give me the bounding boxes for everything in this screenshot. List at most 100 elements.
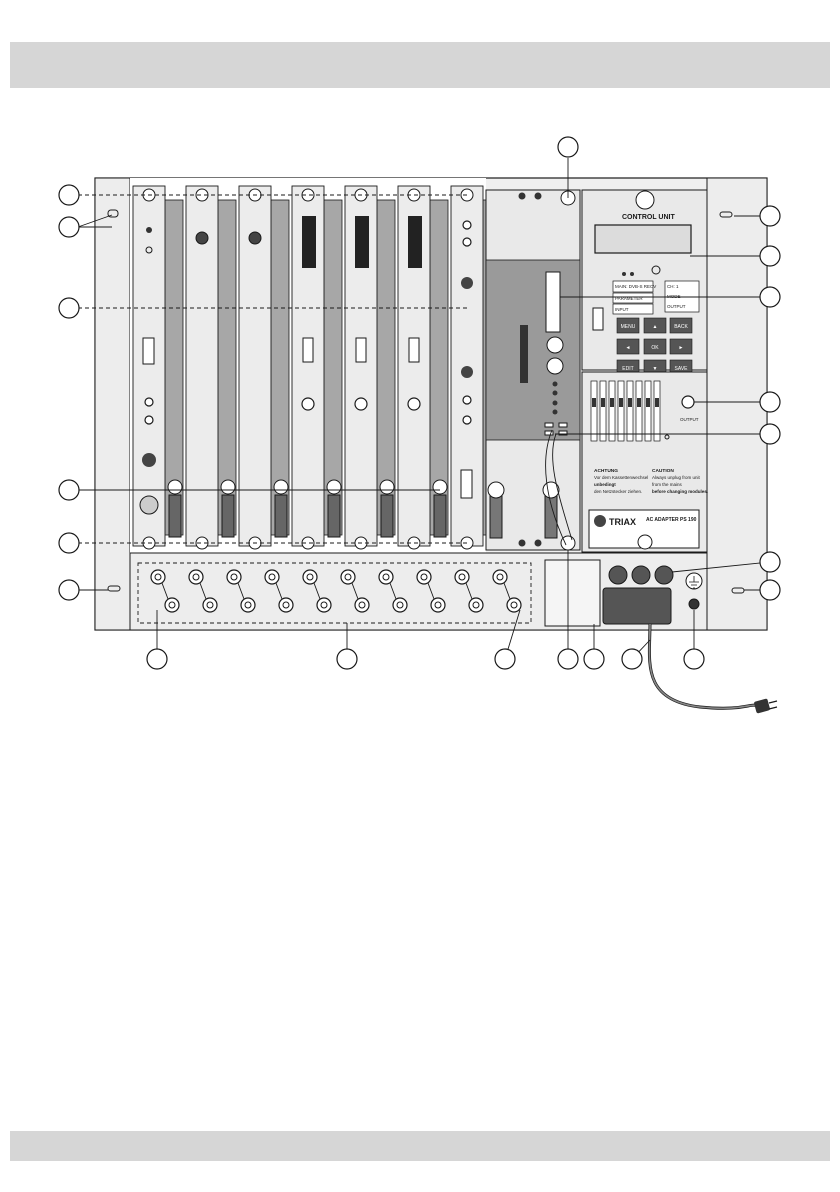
rf-connector-icon[interactable]	[249, 232, 261, 244]
f-connector-icon[interactable]	[241, 598, 255, 612]
callout-marker	[622, 649, 642, 669]
dip-switch[interactable]	[636, 381, 642, 441]
f-connector-icon[interactable]	[493, 570, 507, 584]
dip-switch[interactable]	[627, 381, 633, 441]
menu-label: OUTPUT	[667, 304, 686, 309]
connector-icon[interactable]	[463, 221, 471, 229]
f-connector-icon[interactable]	[469, 598, 483, 612]
keypad-button-label: MENU	[621, 324, 636, 330]
f-connector-icon[interactable]	[279, 598, 293, 612]
lcd-display	[595, 225, 691, 253]
model-label: AC ADAPTER PS 190	[646, 517, 697, 523]
control-unit-title: CONTROL UNIT	[622, 214, 675, 221]
dsub-connector-icon[interactable]	[409, 338, 419, 362]
rf-connector-icon[interactable]	[461, 366, 473, 378]
dip-switch[interactable]	[618, 381, 624, 441]
knob-icon[interactable]	[547, 358, 563, 374]
warning-line: Always unplug from unit	[652, 475, 701, 480]
power-knob-icon[interactable]	[655, 566, 673, 584]
connector-icon[interactable]	[145, 398, 153, 406]
screw-icon	[221, 480, 235, 494]
output-label: OUTPUT	[680, 417, 699, 422]
output-connector-icon[interactable]	[682, 396, 694, 408]
warning-line: before changing modules.	[652, 489, 708, 494]
f-connector-icon[interactable]	[379, 570, 393, 584]
callout-marker	[59, 217, 79, 237]
screw-icon	[638, 535, 652, 549]
dip-switch[interactable]	[600, 381, 606, 441]
dsub-connector-icon[interactable]	[143, 338, 154, 364]
f-connector-icon[interactable]	[317, 598, 331, 612]
menu-label: MODE	[667, 294, 681, 299]
warning-line: from the mains	[652, 482, 683, 487]
f-connector-icon[interactable]	[203, 598, 217, 612]
rf-connector-icon[interactable]	[196, 232, 208, 244]
f-connector-icon[interactable]	[455, 570, 469, 584]
f-connector-icon[interactable]	[165, 598, 179, 612]
f-connector-icon[interactable]	[189, 570, 203, 584]
callout-marker	[337, 649, 357, 669]
keypad-button-label: ◄	[626, 345, 631, 351]
rf-connector-icon[interactable]	[142, 453, 156, 467]
f-connector-icon[interactable]	[355, 598, 369, 612]
dip-switch[interactable]	[591, 381, 597, 441]
card-ejector	[381, 495, 393, 537]
rf-connector-icon[interactable]	[461, 277, 473, 289]
f-connector-icon[interactable]	[417, 570, 431, 584]
power-knob-icon[interactable]	[632, 566, 650, 584]
port-icon	[593, 308, 603, 330]
rf-connector-icon[interactable]	[408, 398, 420, 410]
rf-connector-icon[interactable]	[355, 398, 367, 410]
blank-plate	[545, 560, 600, 626]
knob-icon[interactable]	[547, 337, 563, 353]
power-knob-icon[interactable]	[609, 566, 627, 584]
f-connector-icon[interactable]	[227, 570, 241, 584]
connector-icon[interactable]	[463, 396, 471, 404]
rf-connector-icon[interactable]	[140, 496, 158, 514]
callout-marker	[59, 298, 79, 318]
triax-logo-icon	[594, 515, 606, 527]
scart-connector-icon[interactable]	[302, 216, 316, 268]
led-icon	[146, 227, 152, 233]
callout-marker	[760, 392, 780, 412]
dip-switch-knob	[619, 398, 623, 407]
connector-icon[interactable]	[463, 416, 471, 424]
dip-switch[interactable]	[654, 381, 660, 441]
screw-icon	[636, 191, 654, 209]
dsub-connector-icon[interactable]	[356, 338, 366, 362]
footer-band	[10, 1131, 830, 1161]
keypad-button-label: ▼	[653, 366, 658, 372]
f-connector-icon[interactable]	[151, 570, 165, 584]
scart-connector-icon[interactable]	[355, 216, 369, 268]
dip-switch-knob	[610, 398, 614, 407]
f-connector-icon[interactable]	[303, 570, 317, 584]
callout-marker	[760, 246, 780, 266]
dsub-connector-icon[interactable]	[303, 338, 313, 362]
f-connector-icon[interactable]	[431, 598, 445, 612]
module-card[interactable]	[133, 186, 165, 546]
f-connector-icon[interactable]	[507, 598, 521, 612]
keypad-button-label: ▲	[653, 324, 658, 330]
control-keypad: MENU▲BACK◄OK►EDIT▼SAVE	[617, 318, 692, 375]
card-ejector	[275, 495, 287, 537]
slot-connector	[520, 325, 528, 383]
connector-icon[interactable]	[145, 416, 153, 424]
screw-icon	[380, 480, 394, 494]
callout-marker	[59, 533, 79, 553]
dip-switch[interactable]	[609, 381, 615, 441]
left-mounting-ear	[95, 178, 130, 630]
dip-switch-knob	[601, 398, 605, 407]
connector-icon[interactable]	[463, 238, 471, 246]
f-connector-icon[interactable]	[341, 570, 355, 584]
callout-marker	[147, 649, 167, 669]
keypad-button-label: ►	[679, 345, 684, 351]
scart-connector-icon[interactable]	[408, 216, 422, 268]
dip-switch[interactable]	[645, 381, 651, 441]
dsub-connector-icon[interactable]	[461, 470, 472, 498]
f-connector-icon[interactable]	[265, 570, 279, 584]
rf-connector-icon[interactable]	[302, 398, 314, 410]
warning-en-title: CAUTION	[652, 468, 674, 474]
dip-switch-knob	[646, 398, 650, 407]
callout-marker	[59, 480, 79, 500]
f-connector-icon[interactable]	[393, 598, 407, 612]
